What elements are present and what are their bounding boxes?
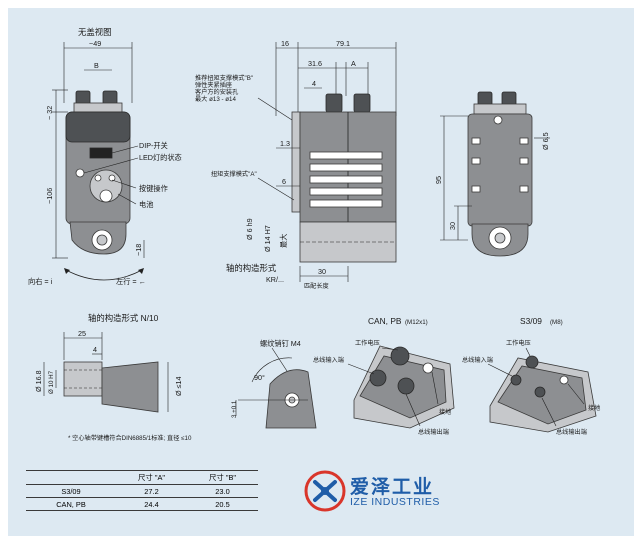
note-customer-hole: 客户方的安装孔 bbox=[195, 88, 238, 96]
dim-32: ~ 32 bbox=[45, 106, 54, 120]
dim-106: ~106 bbox=[45, 188, 54, 204]
label-mating-length: 匹配长度 bbox=[304, 282, 329, 290]
table-cell: 20.5 bbox=[187, 497, 258, 511]
dim-a: A bbox=[351, 59, 356, 68]
dim-6-5: Ø 6.5 bbox=[541, 132, 550, 150]
connector-can-pb: CAN, PB (M12x1) 工作电压 总线输入端 接地 总线输出端 bbox=[313, 316, 455, 436]
table-row: S3/09 27.2 23.0 bbox=[26, 484, 258, 498]
dim-1-3: 1.3 bbox=[280, 139, 290, 148]
rear-view: 95 30 Ø 6.5 bbox=[434, 91, 550, 257]
note-torque-a: 扭矩支撑模式"A" bbox=[211, 170, 257, 178]
rotate-left-label: 左行 = ← bbox=[116, 277, 146, 286]
can-ground: 接地 bbox=[439, 408, 451, 416]
side-view: 16 79.1 31.6 A 4 推荐扭矩支撑模式"B" 弹性夹紧插座 客户方的… bbox=[195, 39, 397, 290]
logo-mark-icon bbox=[304, 470, 346, 512]
label-set-screw: 螺纹销钉 M4 bbox=[260, 339, 301, 348]
callout-led-status: LED灯的状态 bbox=[139, 153, 182, 162]
table-header-cell bbox=[26, 470, 116, 485]
dim-b: B bbox=[94, 61, 99, 70]
callout-key-operation: 按键操作 bbox=[139, 184, 168, 193]
s3-bus-in: 总线输入端 bbox=[462, 356, 493, 364]
callout-dip-switch: DIP-开关 bbox=[139, 141, 168, 150]
connector-s3-09: S3/09 (M8) 工作电压 总线输入端 接地 总线输出端 bbox=[462, 316, 600, 436]
label-max: 最大 bbox=[279, 234, 288, 248]
note-max-diameter: 最大 ø13 - ø14 bbox=[195, 95, 236, 103]
technical-drawing: 无盖视图 ~49 B ~ 32 ~106 ~18 bbox=[28, 27, 600, 442]
logo-english-text: IZE INDUSTRIES bbox=[350, 496, 440, 508]
callout-battery: 电池 bbox=[139, 200, 153, 209]
shaft-form-n10: 轴的构造形式 N/10 25 4 Ø 16.8 Ø 10 H7 Ø ≤14 * … bbox=[34, 313, 192, 442]
dim-30-side: 30 bbox=[318, 267, 326, 276]
logo-chinese-text: 爱泽工业 bbox=[350, 476, 435, 498]
dim-le-14: Ø ≤14 bbox=[174, 376, 183, 396]
dim-width-49: ~49 bbox=[89, 39, 101, 48]
shaft-n10-title: 轴的构造形式 N/10 bbox=[88, 313, 159, 323]
dim-16: 16 bbox=[281, 39, 289, 48]
table-header-cell: 尺寸 "B" bbox=[187, 470, 258, 485]
label-shaft-form: 轴的构造形式 bbox=[226, 263, 277, 273]
s3-ground: 接地 bbox=[588, 404, 600, 412]
table-cell: 27.2 bbox=[116, 484, 187, 498]
table-cell: S3/09 bbox=[26, 484, 116, 498]
table-header-cell: 尺寸 "A" bbox=[116, 470, 187, 485]
view-title: 无盖视图 bbox=[78, 27, 112, 37]
set-screw-view: 螺纹销钉 M4 90° 3 +0.1 bbox=[231, 339, 317, 429]
drawing-sheet: 无盖视图 ~49 B ~ 32 ~106 ~18 bbox=[8, 8, 634, 536]
view-without-cover: 无盖视图 ~49 B ~ 32 ~106 ~18 bbox=[28, 27, 182, 286]
can-bus-in: 总线输入端 bbox=[313, 356, 344, 364]
table-header-row: 尺寸 "A" 尺寸 "B" bbox=[26, 470, 258, 485]
dim-30-rear: 30 bbox=[448, 222, 457, 230]
dim-3-tolerance: 3 +0.1 bbox=[231, 400, 238, 418]
angle-90: 90° bbox=[254, 373, 265, 382]
dim-18: ~18 bbox=[134, 244, 143, 256]
dimension-table: 尺寸 "A" 尺寸 "B" S3/09 27.2 23.0 CAN, PB 24… bbox=[26, 470, 258, 511]
table-row: CAN, PB 24.4 20.5 bbox=[26, 497, 258, 511]
table-cell: 23.0 bbox=[187, 484, 258, 498]
s3-bus-out: 总线输出端 bbox=[556, 428, 587, 436]
rotate-right-label: 向右 = i bbox=[28, 277, 53, 286]
can-supply-voltage: 工作电压 bbox=[355, 339, 380, 347]
s3-subtitle: (M8) bbox=[550, 319, 563, 326]
dim-10-h7: Ø 10 H7 bbox=[48, 370, 55, 394]
dim-25: 25 bbox=[78, 329, 86, 338]
can-pb-title: CAN, PB bbox=[368, 316, 402, 326]
can-pb-subtitle: (M12x1) bbox=[405, 319, 428, 326]
keyway-note: * 空心轴带键槽符合DIN6885/1标准; 直径 ≤10 bbox=[68, 434, 192, 442]
dim-6: 6 bbox=[282, 177, 286, 186]
note-elastic-socket: 弹性夹紧插座 bbox=[195, 81, 232, 89]
dim-16-8: Ø 16.8 bbox=[34, 370, 43, 392]
dim-4-shaft: 4 bbox=[93, 345, 97, 354]
can-bus-out: 总线输出端 bbox=[418, 428, 449, 436]
dim-4-top: 4 bbox=[312, 79, 316, 88]
company-logo: 爱泽工业 IZE INDUSTRIES bbox=[304, 470, 464, 518]
dim-14-h7: Ø 14 H7 bbox=[263, 225, 272, 252]
dim-95: 95 bbox=[434, 176, 443, 184]
dim-79-1: 79.1 bbox=[336, 39, 350, 48]
note-recommended-torque-b: 推荐扭矩支撑模式"B" bbox=[195, 74, 253, 82]
s3-supply-voltage: 工作电压 bbox=[506, 339, 531, 347]
s3-title: S3/09 bbox=[520, 316, 542, 326]
dim-6-h9: Ø 6 h9 bbox=[245, 218, 254, 240]
label-shaft-form-kr: KR/... bbox=[266, 275, 284, 284]
dim-31-6: 31.6 bbox=[308, 59, 322, 68]
table-cell: 24.4 bbox=[116, 497, 187, 511]
table-cell: CAN, PB bbox=[26, 497, 116, 511]
